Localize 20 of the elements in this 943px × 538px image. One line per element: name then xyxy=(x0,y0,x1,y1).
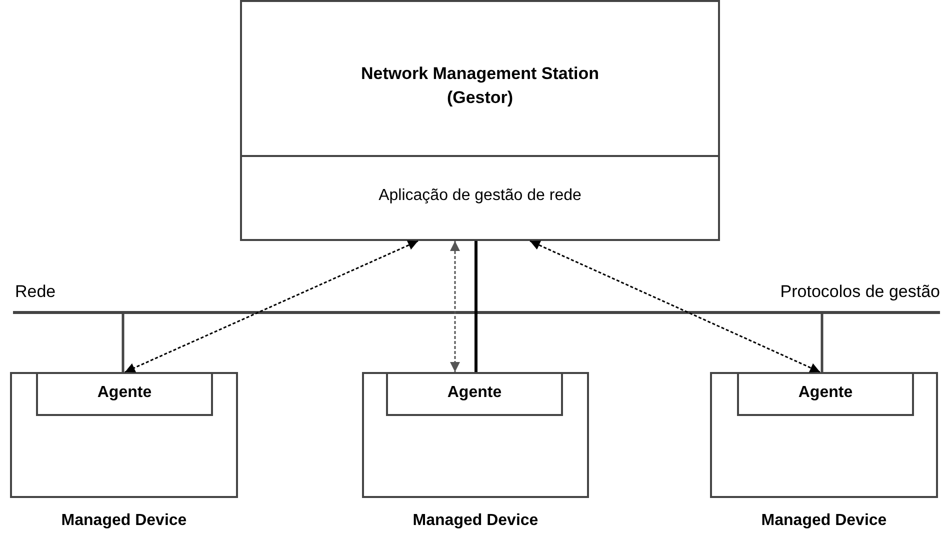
network-label: Rede xyxy=(15,282,56,302)
agent-box xyxy=(737,372,914,416)
arrow xyxy=(124,240,418,373)
arrow xyxy=(530,240,820,373)
connector-line xyxy=(122,314,124,372)
connector-line xyxy=(820,314,824,372)
network-label: Protocolos de gestão xyxy=(780,282,940,302)
device-label: Managed Device xyxy=(60,512,188,530)
application-label: Aplicação de gestão de rede xyxy=(378,187,582,205)
station-title: Network Management Station (Gestor) xyxy=(360,63,600,109)
arrow xyxy=(450,241,460,372)
agent-box xyxy=(386,372,563,416)
agent-box xyxy=(36,372,213,416)
station-box xyxy=(240,0,720,241)
agent-label: Agente xyxy=(446,384,503,402)
agent-label: Agente xyxy=(797,384,854,402)
device-label: Managed Device xyxy=(760,512,888,530)
agent-label: Agente xyxy=(96,384,153,402)
device-label: Managed Device xyxy=(412,512,540,530)
connector-line xyxy=(474,241,478,372)
